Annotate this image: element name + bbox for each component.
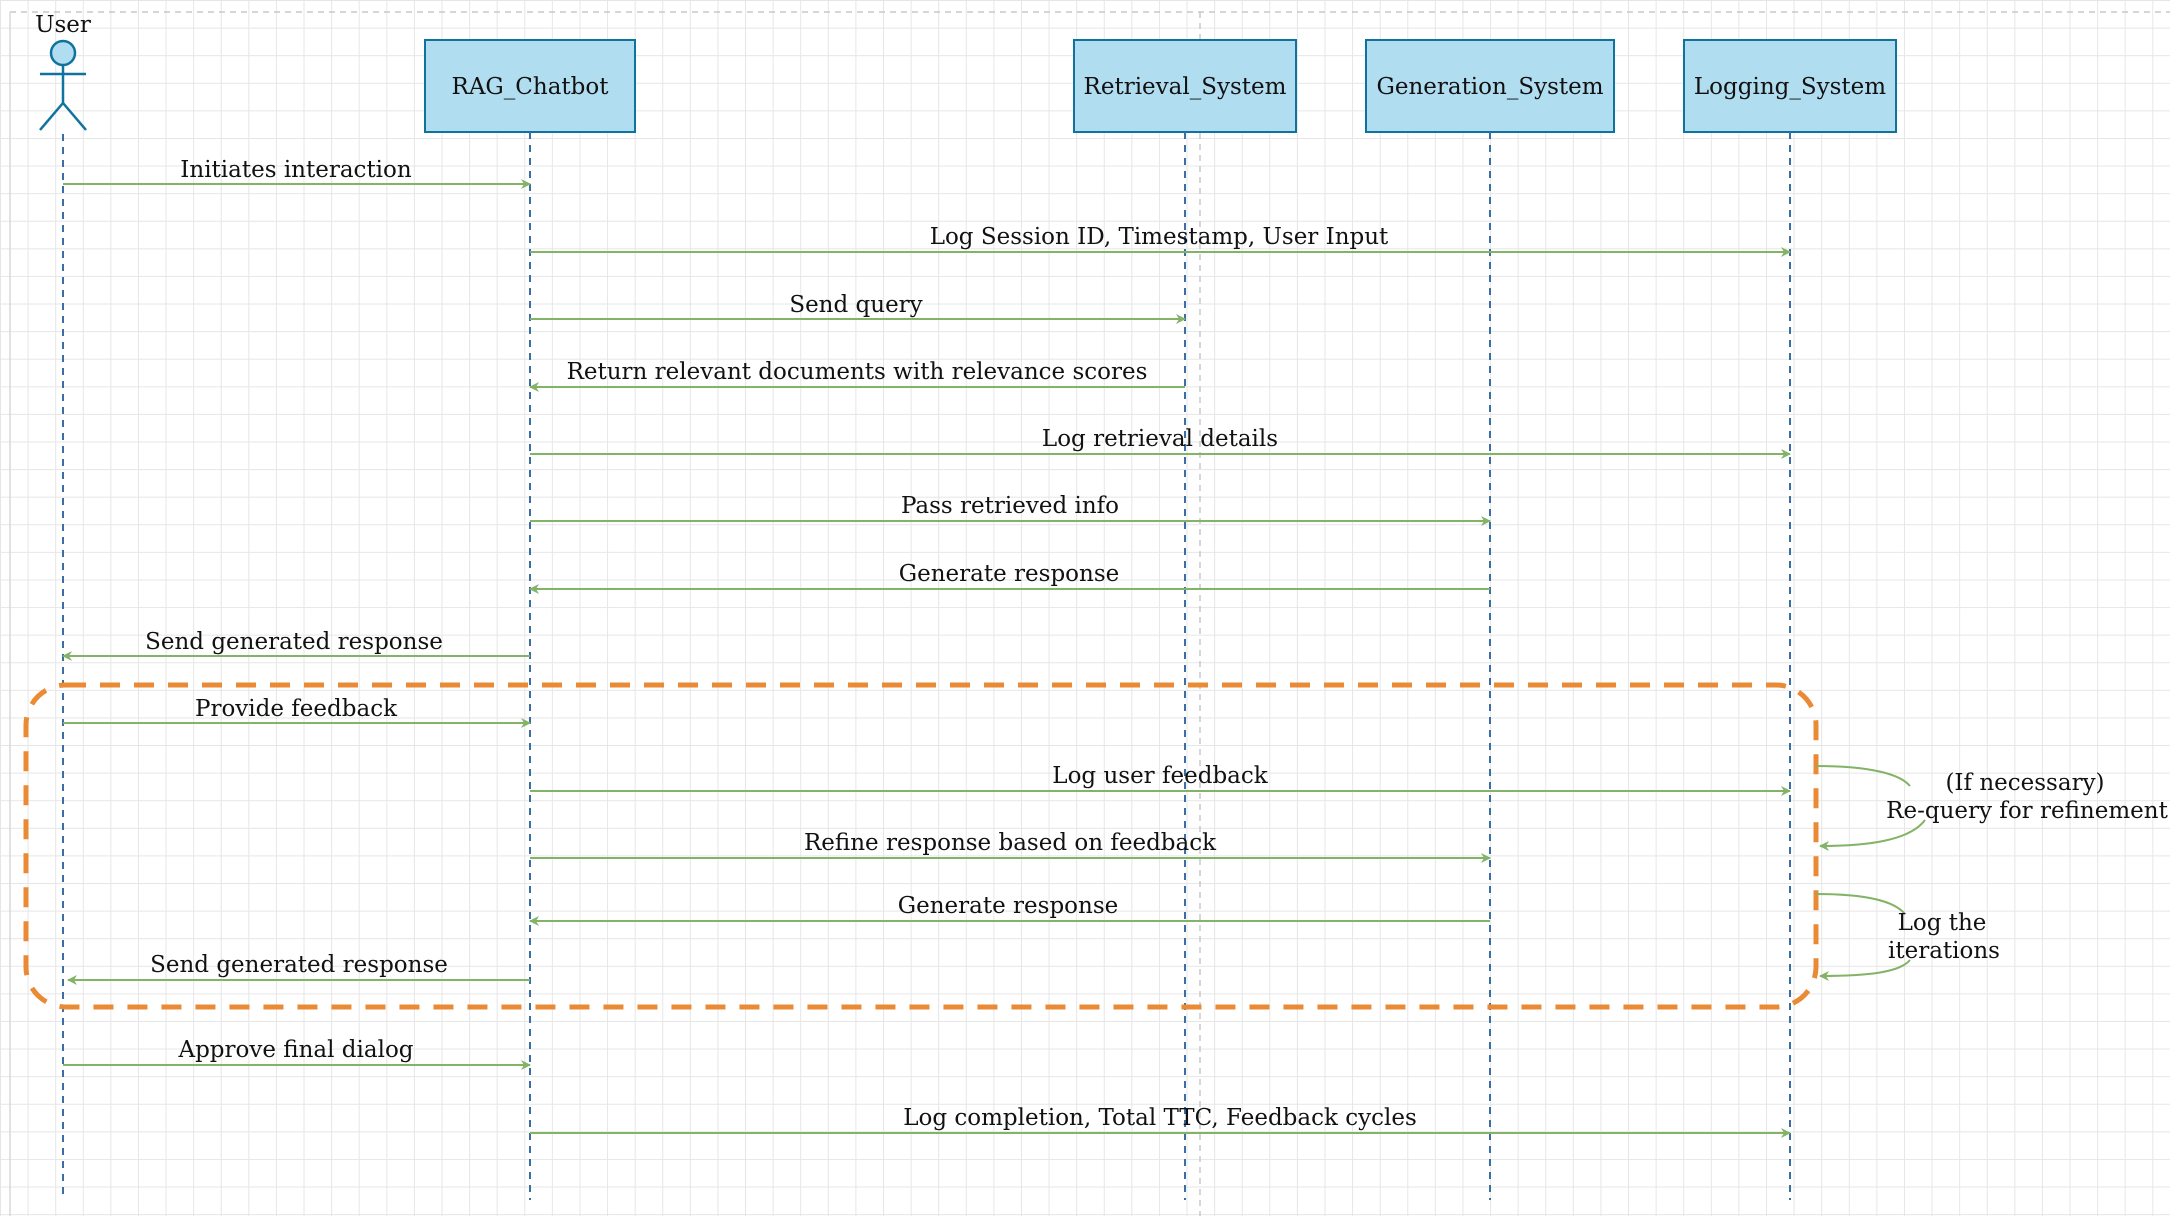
message-5[interactable]: Log retrieval details	[530, 426, 1791, 459]
message-label: Return relevant documents with relevance…	[567, 359, 1148, 385]
loop-note-requery-line-1: (If necessary)	[1945, 770, 2104, 796]
loop-note-log-out-curve	[1815, 893, 1906, 915]
loop-note-requery[interactable]: (If necessary) Re-query for refinement	[1815, 765, 2169, 851]
participant-logging-system[interactable]: Logging_System	[1683, 39, 1897, 133]
message-label: Approve final dialog	[177, 1037, 413, 1063]
message-label: Send generated response	[150, 952, 448, 978]
participant-generation-system[interactable]: Generation_System	[1365, 39, 1615, 133]
feedback-loop-frame[interactable]	[23, 682, 1819, 1010]
message-label: Provide feedback	[195, 696, 398, 722]
message-label: Send query	[789, 292, 922, 318]
participant-rag-chatbot-label: RAG_Chatbot	[452, 74, 610, 100]
message-label: Log Session ID, Timestamp, User Input	[930, 224, 1389, 250]
participant-logging-system-box	[1683, 39, 1897, 133]
message-7[interactable]: Generate response	[529, 561, 1490, 594]
message-label: Generate response	[898, 893, 1119, 919]
actor-user-right-leg	[62, 102, 87, 131]
message-6[interactable]: Pass retrieved info	[530, 493, 1491, 526]
loop-note-log-line-1: Log the	[1898, 910, 1987, 936]
message-label: Refine response based on feedback	[804, 830, 1217, 856]
loop-note-requery-return-arrow	[1819, 819, 1926, 851]
loop-note-log-line-2: iterations	[1888, 938, 2000, 964]
message-12[interactable]: Generate response	[529, 893, 1490, 926]
loop-note-log-iterations[interactable]: Log the iterations	[1815, 893, 2000, 981]
message-label: Pass retrieved info	[901, 493, 1119, 519]
actor-user-left-leg	[39, 102, 64, 131]
message-label: Log user feedback	[1052, 763, 1268, 789]
participant-retrieval-system[interactable]: Retrieval_System	[1073, 39, 1297, 133]
message-15[interactable]: Log completion, Total TTC, Feedback cycl…	[530, 1105, 1791, 1138]
message-label: Generate response	[899, 561, 1120, 587]
message-label: Log retrieval details	[1042, 426, 1278, 452]
actor-user[interactable]: User	[35, 12, 91, 131]
participant-logging-system-label: Logging_System	[1694, 74, 1886, 100]
participant-generation-system-box	[1365, 39, 1615, 133]
message-8[interactable]: Send generated response	[62, 629, 530, 661]
participant-retrieval-system-label: Retrieval_System	[1084, 74, 1287, 100]
participant-rag-chatbot[interactable]: RAG_Chatbot	[424, 39, 636, 133]
actor-user-head	[49, 39, 77, 67]
message-13[interactable]: Send generated response	[67, 952, 530, 985]
participant-rag-chatbot-box	[424, 39, 636, 133]
message-4[interactable]: Return relevant documents with relevance…	[529, 359, 1185, 392]
loop-note-log-return-arrow	[1819, 959, 1911, 981]
message-2[interactable]: Log Session ID, Timestamp, User Input	[530, 224, 1791, 257]
message-label: Log completion, Total TTC, Feedback cycl…	[903, 1105, 1417, 1131]
message-label: Send generated response	[145, 629, 443, 655]
message-11[interactable]: Refine response based on feedback	[530, 830, 1491, 863]
message-9[interactable]: Provide feedback	[63, 696, 531, 728]
message-1[interactable]: Initiates interaction	[63, 157, 531, 189]
loop-note-requery-line-2: Re-query for refinement	[1886, 798, 2168, 824]
message-label: Initiates interaction	[180, 157, 412, 183]
message-14[interactable]: Approve final dialog	[63, 1037, 531, 1070]
message-3[interactable]: Send query	[530, 292, 1186, 324]
loop-note-requery-out-curve	[1815, 765, 1911, 787]
actor-user-label: User	[35, 12, 91, 38]
message-10[interactable]: Log user feedback	[530, 763, 1791, 796]
participant-generation-system-label: Generation_System	[1376, 74, 1603, 100]
